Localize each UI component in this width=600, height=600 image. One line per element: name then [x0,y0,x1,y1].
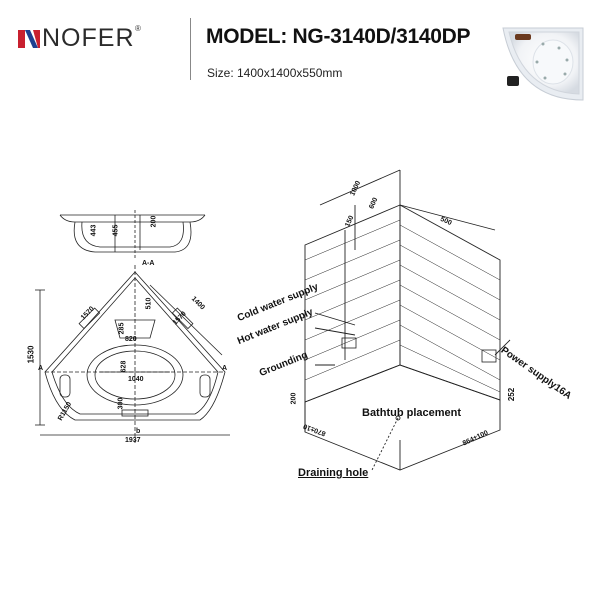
section-a-left: A [38,365,44,372]
dim-1937: 1937 [125,437,141,444]
brand-name: NOFER [42,24,135,52]
dim-285: 285 [118,322,126,335]
label-bathtub-placement: Bathtub placement [362,407,462,419]
plan-view [35,265,230,445]
dim-1530: 1530 [26,345,36,364]
dim-252: 252 [507,387,517,402]
drawing-lines [35,169,511,471]
header: NOFER ® MODEL: NG-3140D/3140DP Size: 140… [0,0,600,110]
dim-455: 455 [112,224,120,237]
registered-mark: ® [135,24,141,33]
dim-443: 443 [90,224,98,237]
dim-200-floor: 200 [290,392,298,405]
section-b: b [136,428,141,435]
bathtub-photo [502,27,584,101]
brick-pattern [304,219,501,393]
side-section-view [59,210,206,260]
water-fitting [341,337,357,349]
label-draining-hole: Draining hole [298,467,369,479]
dim-1040: 1040 [128,376,144,383]
install-view [304,169,511,471]
header-divider [190,18,191,80]
section-a-right: A [222,365,228,372]
size-text: Size: 1400x1400x550mm [207,66,343,80]
section-label: A-A [142,260,155,267]
dim-200: 200 [150,215,158,228]
dim-300: 300 [117,397,125,410]
brand-logo-icon [18,30,40,48]
technical-drawing: 443 455 200 A-A 1400 1570 1570 510 285 8… [0,110,600,600]
dim-820: 820 [125,336,137,343]
dim-510: 510 [145,297,153,310]
power-socket [481,349,497,363]
model-title: MODEL: NG-3140D/3140DP [206,25,471,48]
dim-628: 628 [120,360,128,373]
